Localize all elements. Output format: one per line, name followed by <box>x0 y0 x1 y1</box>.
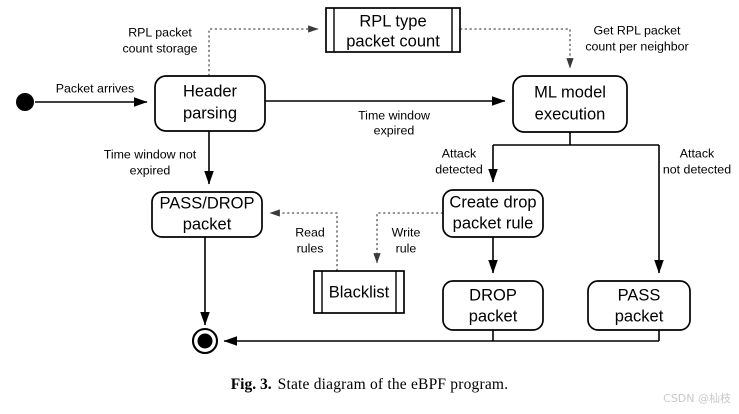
state-diagram-canvas: Header parsing ML model execution PASS/D… <box>16 7 731 355</box>
edge-label-write-rule-2: rule <box>396 241 417 255</box>
state-drop-packet-label-2: packet <box>469 307 518 325</box>
datastore-blacklist[interactable]: Blacklist <box>313 270 405 314</box>
state-create-drop-packet-rule[interactable]: Create drop packet rule <box>442 189 544 238</box>
datastore-rpl-type-packet-count-label-2: packet count <box>346 32 440 50</box>
state-ml-model-execution-label-2: execution <box>535 105 606 123</box>
edge-label-packet-arrives: Packet arrives <box>56 81 135 95</box>
edge-read-rules <box>269 209 338 271</box>
state-pass-packet-label-1: PASS <box>618 286 661 304</box>
state-drop-packet[interactable]: DROP packet <box>442 280 544 331</box>
figure-caption-tag: Fig. 3. <box>230 376 272 393</box>
edge-label-get-rpl-packet-count-2: count per neighbor <box>585 39 688 53</box>
state-drop-packet-label-1: DROP <box>469 286 517 304</box>
figure-caption: Fig. 3. State diagram of the eBPF program… <box>0 376 739 394</box>
edge-label-attack-not-detected-2: not detected <box>663 162 731 176</box>
datastore-rpl-type-packet-count-label-1: RPL type <box>359 12 426 30</box>
state-pass-drop-packet[interactable]: PASS/DROP packet <box>151 191 263 238</box>
datastore-blacklist-label: Blacklist <box>329 283 390 301</box>
initial-state-node <box>16 93 34 111</box>
edge-label-time-window-not-expired-2: expired <box>130 163 171 177</box>
edge-label-time-window-expired-2: expired <box>374 123 415 137</box>
edge-rpl-packet-count-storage <box>208 25 319 76</box>
edge-label-attack-not-detected-1: Attack <box>680 146 715 160</box>
edge-label-read-rules-2: rules <box>297 241 324 255</box>
edge-label-write-rule-1: Write <box>392 225 421 239</box>
state-create-drop-packet-rule-label-2: packet rule <box>453 214 534 232</box>
edge-label-time-window-not-expired-1: Time window not <box>104 147 197 161</box>
edge-label-read-rules-1: Read <box>295 225 325 239</box>
state-pass-packet-label-2: packet <box>615 307 664 325</box>
datastore-rpl-type-packet-count[interactable]: RPL type packet count <box>325 7 461 53</box>
edge-label-attack-detected-1: Attack <box>442 146 477 160</box>
state-pass-drop-packet-label-1: PASS/DROP <box>159 194 254 212</box>
state-pass-packet[interactable]: PASS packet <box>587 280 691 331</box>
edge-label-get-rpl-packet-count-1: Get RPL packet <box>593 23 681 37</box>
figure-caption-text: State diagram of the eBPF program. <box>277 376 509 393</box>
final-state-node <box>191 327 219 355</box>
csdn-watermark: CSDN @杣枝 <box>663 392 731 405</box>
state-header-parsing-label-2: parsing <box>183 104 237 122</box>
edge-label-rpl-packet-count-storage-2: count storage <box>122 41 197 55</box>
state-pass-drop-packet-label-2: packet <box>183 215 232 233</box>
state-header-parsing[interactable]: Header parsing <box>154 75 266 132</box>
edge-label-rpl-packet-count-storage-1: RPL packet <box>128 25 192 39</box>
edge-label-attack-detected-2: detected <box>435 162 483 176</box>
state-create-drop-packet-rule-label-1: Create drop <box>449 193 536 211</box>
state-ml-model-execution-label-1: ML model <box>534 83 606 101</box>
state-header-parsing-label-1: Header <box>183 82 238 100</box>
edge-get-rpl-packet-count <box>460 28 574 69</box>
state-ml-model-execution[interactable]: ML model execution <box>512 75 628 133</box>
edge-label-time-window-expired-1: Time window <box>358 108 430 122</box>
